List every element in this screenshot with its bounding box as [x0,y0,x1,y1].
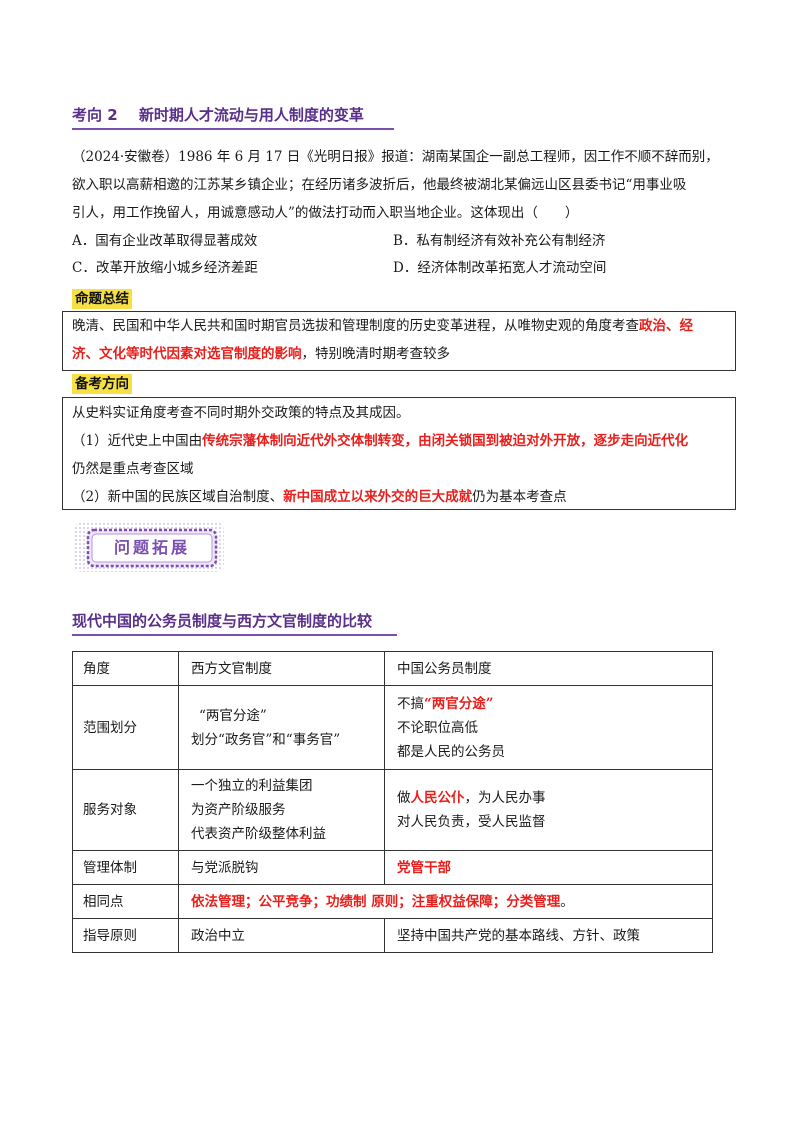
option-a: A．国有企业改革取得显著成效 [72,233,258,249]
header-angle: 角度 [72,651,179,686]
question-line-1: （2024·安徽卷）1986 年 6 月 17 日《光明日报》报道：湖南某国企一… [72,149,719,165]
direction-text-b: （2）新中国的民族区域自治制度、 [72,489,284,505]
cell-common-label: 相同点 [72,884,179,919]
common-highlight: 依法管理；公平竞争；功绩制 原则；注重权益保障；分类管理 [191,893,561,910]
summary-highlight-a: 政治、经 [639,318,693,334]
service-china-line-1: 做人民公仆，为人民办事 [397,786,702,810]
section-heading: 考向 2 新时期人才流动与用人制度的变革 [72,104,364,126]
direction-box [62,397,736,510]
option-c: C．改革开放缩小城乡经济差距 [72,260,258,276]
direction-tag: 备考方向 [72,374,132,394]
service-china-prefix: 做 [397,790,411,806]
direction-text-a: （1）近代史上中国由 [72,433,203,449]
badge-text: 问题拓展 [113,538,190,557]
cell-scope-label: 范围划分 [72,685,179,770]
direction-line-1: 从史料实证角度考查不同时期外交政策的特点及其成因。 [72,405,410,421]
cell-service-label: 服务对象 [72,769,179,851]
direction-line-4: （2）新中国的民族区域自治制度、新中国成立以来外交的巨大成就仍为基本考查点 [72,487,567,507]
scope-china-line-1: 不搞“两官分途” [397,692,702,716]
cell-scope-china: 不搞“两官分途” 不论职位高低 都是人民的公务员 [384,685,713,770]
cell-guide-west: 政治中立 [178,918,385,953]
cell-mgmt-west: 与党派脱钩 [178,850,385,885]
service-west-line-3: 代表资产阶级整体利益 [191,826,326,842]
summary-tag: 命题总结 [72,289,132,309]
cell-scope-west: “两官分途” 划分“政务官”和“事务官” [178,685,385,770]
option-d: D．经济体制改革拓宽人才流动空间 [393,260,607,276]
service-west-line-2: 为资产阶级服务 [191,802,286,818]
cell-mgmt-china: 党管干部 [384,850,713,885]
cell-guide-label: 指导原则 [72,918,179,953]
scope-china-line-3: 都是人民的公务员 [397,743,505,760]
service-west-line-1: 一个独立的利益集团 [191,778,313,794]
scope-china-prefix: 不搞 [397,695,424,712]
table-row-scope: 范围划分 “两官分途” 划分“政务官”和“事务官” 不搞“两官分途” 不论职位高… [72,685,713,770]
service-china-suffix: ，为人民办事 [464,790,546,806]
question-line-3: 引人，用工作挽留人，用诚意感动人”的做法打动而入职当地企业。这体现出（ ） [72,205,579,221]
summary-highlight-b: 济、文化等时代因素对选官制度的影响 [72,346,302,362]
scope-west-line-2: 划分“政务官”和“事务官” [191,731,341,748]
table-row-mgmt: 管理体制 与党派脱钩 党管干部 [72,850,713,885]
scope-west-line-1: “两官分途” [199,707,267,724]
scope-china-line-2: 不论职位高低 [397,719,478,736]
header-west: 西方文官制度 [178,651,385,686]
direction-line-3: 仍然是重点考查区域 [72,461,194,477]
cell-common-text: 依法管理；公平竞争；功绩制 原则；注重权益保障；分类管理。 [178,884,713,919]
topic-extension-badge: 问题拓展 [74,518,224,574]
cell-service-china: 做人民公仆，为人民办事 对人民负责，受人民监督 [384,769,713,851]
direction-line-2: （1）近代史上中国由传统宗藩体制向近代外交体制转变，由闭关锁国到被迫对外开放，逐… [72,431,688,451]
cell-guide-china: 坚持中国共产党的基本路线、方针、政策 [384,918,713,953]
table-row-common: 相同点 依法管理；公平竞争；功绩制 原则；注重权益保障；分类管理。 [72,884,713,919]
service-china-highlight: 人民公仆 [410,790,465,806]
comparison-heading: 现代中国的公务员制度与西方文官制度的比较 [72,612,373,630]
table-row-service: 服务对象 一个独立的利益集团 为资产阶级服务 代表资产阶级整体利益 做人民公仆，… [72,769,713,851]
question-line-2: 欲入职以高薪相邀的江苏某乡镇企业；在经历诸多波折后，他最终被湖北某偏远山区县委书… [72,177,687,193]
option-b: B．私有制经济有效补充公有制经济 [393,233,606,249]
comparison-heading-underline [72,634,397,636]
header-china: 中国公务员制度 [384,651,713,686]
table-row-guide: 指导原则 政治中立 坚持中国共产党的基本路线、方针、政策 [72,918,713,953]
heading-title: 新时期人才流动与用人制度的变革 [138,106,364,124]
summary-text-a: 晚清、民国和中华人民共和国时期官员选拔和管理制度的历史变革进程，从唯物史观的角度… [72,318,639,334]
direction-highlight-b: 新中国成立以来外交的巨大成就 [283,489,473,505]
direction-highlight-a: 传统宗藩体制向近代外交体制转变，由闭关锁国到被迫对外开放，逐步走向近代化 [202,433,689,449]
cell-service-west: 一个独立的利益集团 为资产阶级服务 代表资产阶级整体利益 [178,769,385,851]
summary-text-b: ，特别晚清时期考查较多 [301,346,451,362]
scope-china-highlight: “两官分途” [424,695,494,712]
direction-text-c: 仍为基本考查点 [472,489,567,505]
summary-line-2: 济、文化等时代因素对选官制度的影响，特别晚清时期考查较多 [72,344,450,364]
summary-box [62,311,736,371]
heading-underline [72,128,394,130]
common-tail: 。 [560,893,574,910]
service-china-line-2: 对人民负责，受人民监督 [397,814,546,830]
comparison-table: 角度 西方文官制度 中国公务员制度 范围划分 “两官分途” 划分“政务官”和“事… [72,651,713,953]
table-header-row: 角度 西方文官制度 中国公务员制度 [72,651,713,686]
heading-label: 考向 2 [72,106,118,124]
cell-mgmt-label: 管理体制 [72,850,179,885]
summary-line-1: 晚清、民国和中华人民共和国时期官员选拔和管理制度的历史变革进程，从唯物史观的角度… [72,316,693,336]
badge-frame-icon [74,522,224,572]
